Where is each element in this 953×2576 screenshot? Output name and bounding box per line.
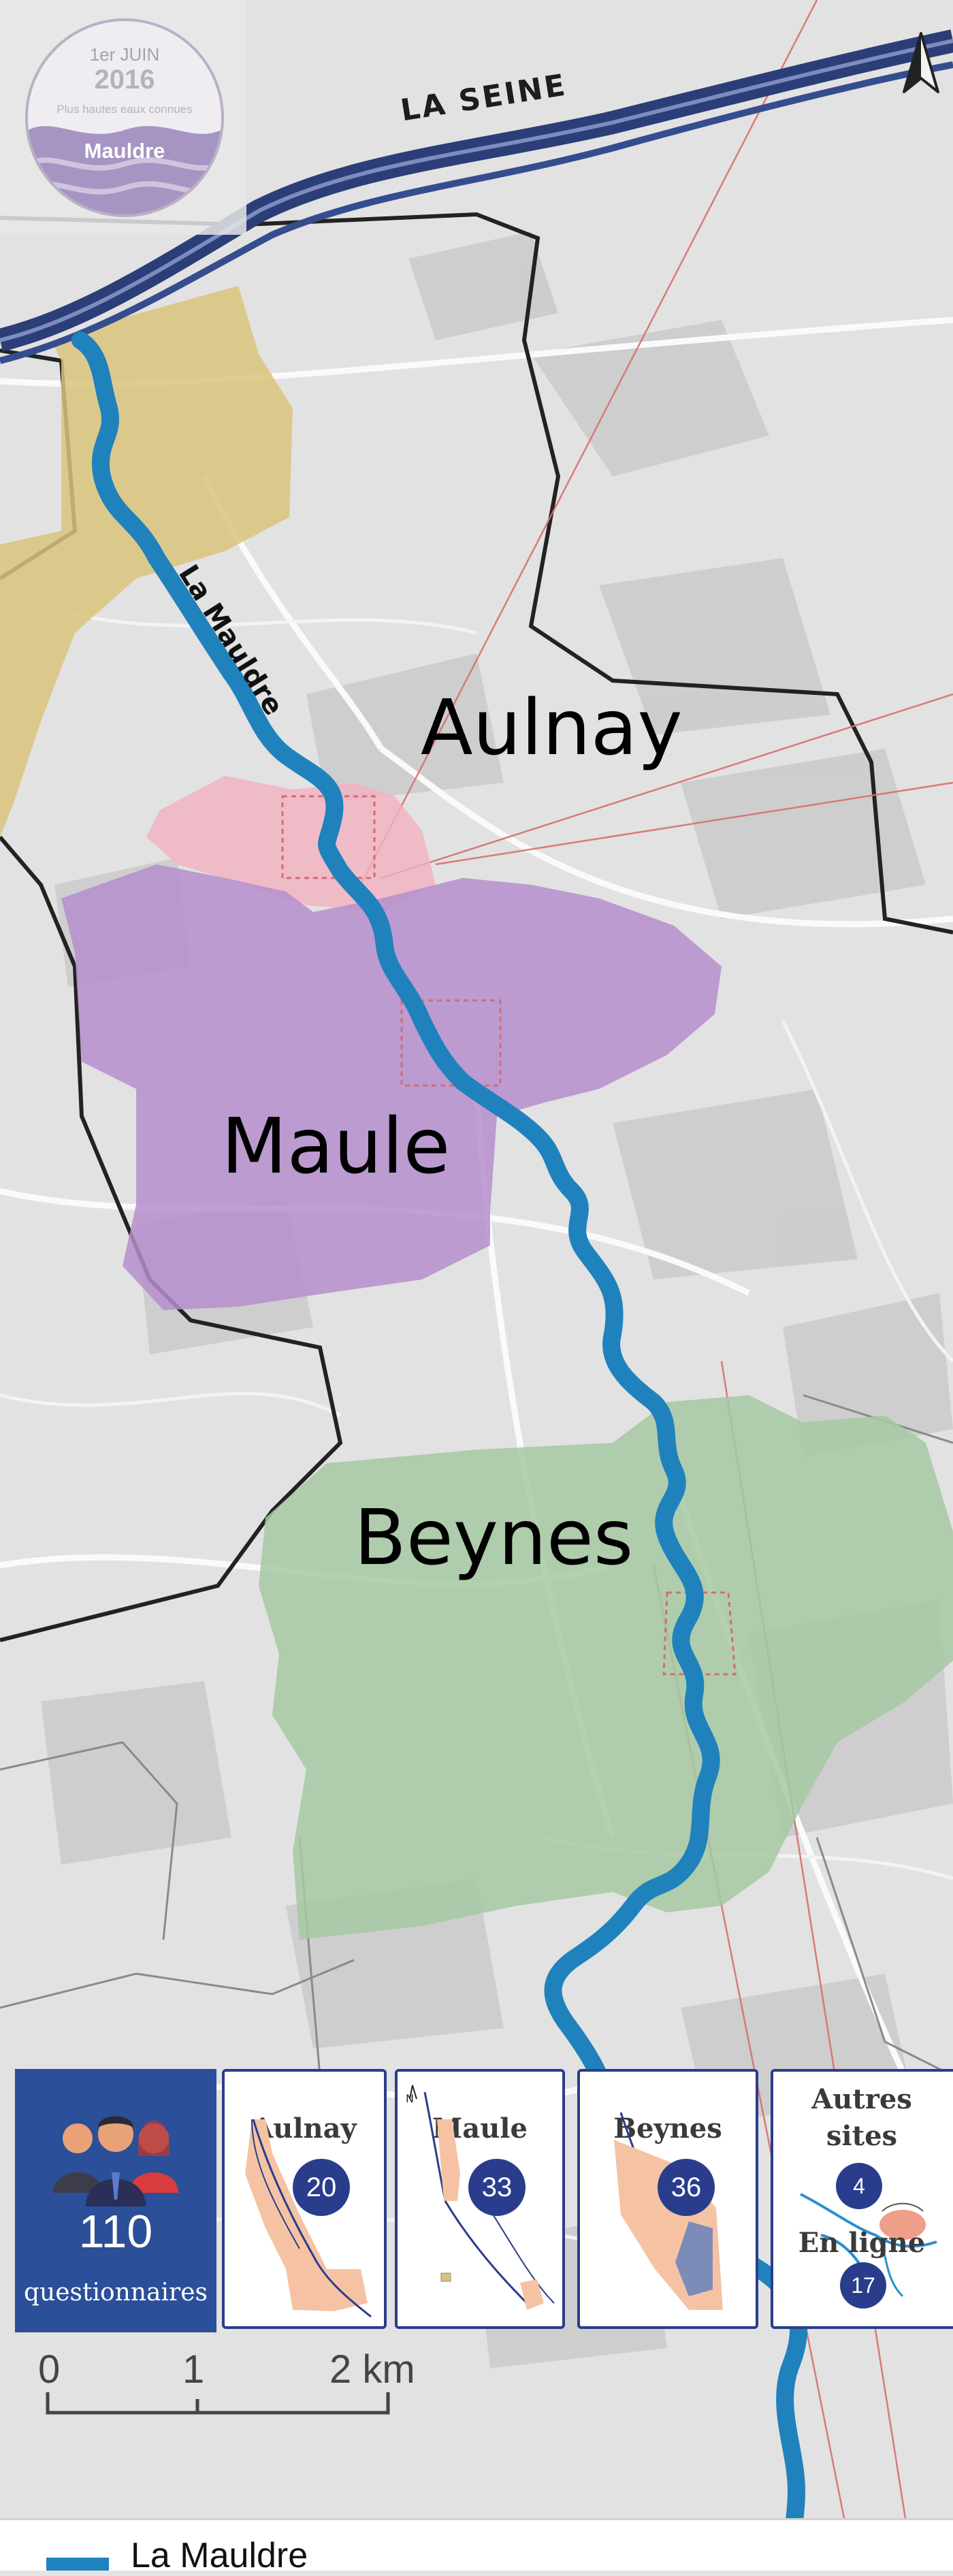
town-label-beynes: Beynes [354, 1494, 634, 1582]
card-title-beynes: Beynes [613, 2113, 722, 2145]
card-count-other: 4 [836, 2163, 882, 2209]
aulnay-zone [146, 776, 436, 912]
beynes-mini-map [614, 2112, 723, 2310]
yellow-zone [0, 286, 293, 837]
commune-borders [0, 1394, 953, 2077]
town-label-maule: Maule [221, 1103, 451, 1191]
maule-zone [61, 864, 722, 1310]
legend: La Mauldre [0, 2518, 953, 2575]
stat-card-aulnay: Aulnay 20 [222, 2069, 387, 2329]
wave-icon [28, 126, 221, 214]
total-count: 110 [78, 2206, 153, 2257]
badge-river: Mauldre [84, 139, 165, 163]
card-count-maule: 33 [468, 2159, 526, 2216]
seine-river-channel [0, 61, 953, 364]
maule-mini-map: N [406, 2085, 555, 2310]
badge-year: 2016 [94, 65, 155, 95]
legend-river-swatch [46, 2558, 109, 2571]
total-label: questionnaires [24, 2279, 208, 2306]
card-count-beynes: 36 [658, 2159, 715, 2216]
scale-label-zero: 0 [38, 2347, 61, 2392]
scale-label-one: 1 [182, 2347, 205, 2392]
seine-river-inner [0, 39, 953, 342]
stat-card-other: Autres sites 4 En ligne 17 [771, 2069, 953, 2329]
card-title-other: Autres sites [811, 2083, 912, 2152]
flood-badge: 1er JUIN 2016 Plus hautes eaux connues M… [0, 0, 246, 235]
beynes-zone [259, 1395, 953, 1940]
town-label-aulnay: Aulnay [421, 684, 683, 772]
stat-card-beynes: Beynes 36 [577, 2069, 758, 2329]
card-count-online: 17 [840, 2262, 886, 2309]
flood-badge-circle: 1er JUIN 2016 Plus hautes eaux connues M… [25, 18, 224, 217]
card-online-label: En ligne [798, 2227, 926, 2259]
north-arrow-icon [903, 32, 939, 93]
legend-river-label: La Mauldre [131, 2536, 308, 2575]
badge-date: 1er JUIN [89, 44, 160, 65]
scale-bar: 0 1 2 km [27, 2341, 476, 2416]
total-questionnaires-card: 110 questionnaires [15, 2069, 216, 2332]
badge-description: Plus hautes eaux connues [56, 103, 193, 116]
stat-card-maule: Maule N 33 [395, 2069, 565, 2329]
people-group-icon [53, 2116, 178, 2206]
scale-label-two: 2 km [329, 2347, 415, 2392]
scale-line [46, 2392, 390, 2415]
aulnay-mini-map [245, 2119, 372, 2318]
card-count-aulnay: 20 [293, 2159, 350, 2216]
